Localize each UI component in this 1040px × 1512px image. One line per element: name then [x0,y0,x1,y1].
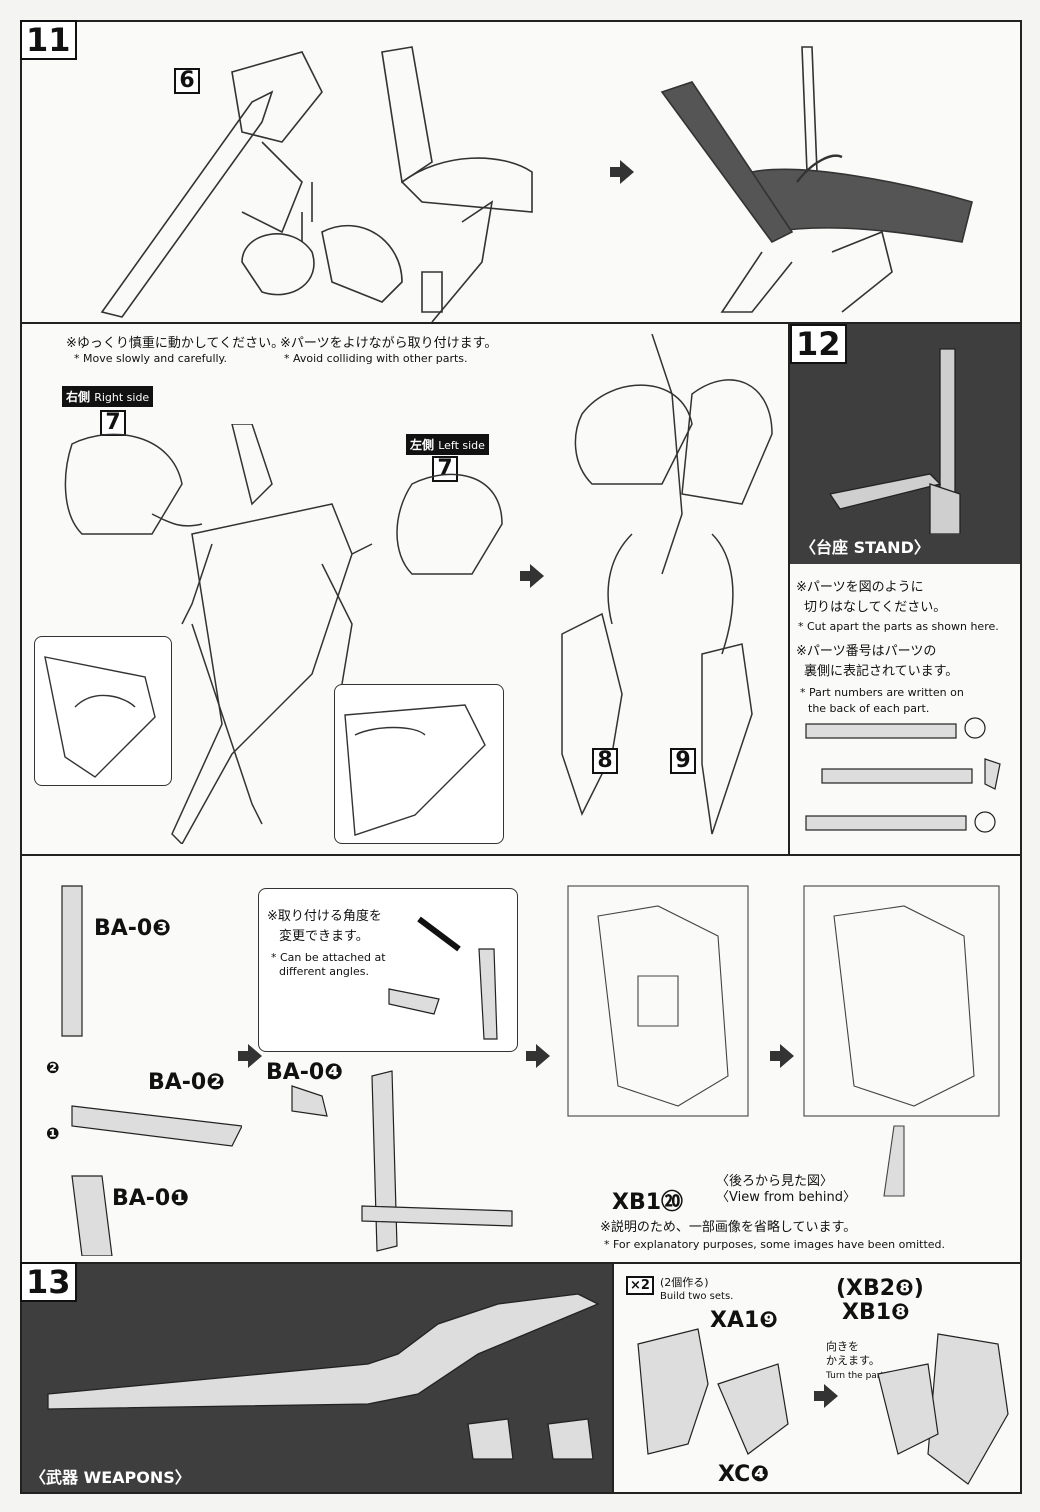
cut-note-jp-2: 切りはなしてください。 [804,600,947,615]
part-label-ba04: BA-0❹ [266,1060,343,1085]
step11-attach-panel: ※ゆっくり慎重に動かしてください。 ※パーツをよけながら取り付けます。 * Mo… [20,322,790,856]
turn-en: Turn the parts. [826,1371,892,1381]
angle-detail-inset: ※取り付ける角度を 変更できます。 * Can be attached at d… [258,888,518,1052]
weapon-parts-illustration [637,1328,789,1455]
part-label-ba02: BA-0❷ [148,1070,225,1095]
stand-assembly-panel: BA-0❸ BA-0❷ BA-0❶ ❷ ❶ ※取り付ける角度を 変更できます。 … [20,854,1022,1264]
stand-upright-illustration [291,1070,513,1252]
part-number-7-right: 7 [100,410,126,436]
shoulder-armor-attach-illustration [64,424,503,844]
part-label-xb1-20: XB1⑳ [612,1190,684,1215]
step12-panel: 12 〈台座 STAND〉 ※パーツを図のように 切りはなしてください。 * C… [788,322,1022,856]
next-arrow [610,160,634,184]
number-note-en-1: * Part numbers are written on [800,686,964,699]
next-arrow [770,1044,794,1068]
mech-arm-illustration [100,46,533,322]
part-label-xa1: XA1❾ [710,1308,778,1333]
omit-note-jp: ※説明のため、一部画像を省略しています。 [600,1220,857,1235]
build-two-sets-badge: ×2 [626,1276,654,1295]
shoulder-attached-illustration [561,334,773,835]
stand-parts-illustration [61,885,242,1256]
number-note-en-2: the back of each part. [808,702,930,715]
order-1: ❶ [46,1124,60,1143]
next-arrow [814,1384,838,1408]
next-arrow [526,1044,550,1068]
caution-avoid-collision-jp: ※パーツをよけながら取り付けます。 [280,336,498,351]
number-note-jp-1: ※パーツ番号はパーツの [796,644,937,659]
caution-move-slowly-jp: ※ゆっくり慎重に動かしてください。 [66,336,285,351]
number-note-jp-2: 裏側に表記されています。 [804,664,959,679]
cut-note-en: * Cut apart the parts as shown here. [798,620,999,633]
behind-view-jp: 〈後ろから見た図〉 [716,1174,834,1189]
angle-illustration [388,916,498,1040]
weapons-caption: 〈武器 WEAPONS〉 [30,1464,191,1488]
stand-attach-mech-illustration [567,885,749,1117]
step13-panel: 13 〈武器 WEAPONS〉 [20,1262,614,1494]
runner-parts-illustration [805,717,1001,833]
part-label-ba03: BA-0❸ [94,916,171,941]
part-number-6: 6 [174,68,200,94]
caution-avoid-collision-en: * Avoid colliding with other parts. [284,352,468,365]
next-arrow [238,1044,262,1068]
left-side-tag: 左側 Left side [406,434,489,455]
arm-fold-illustration [660,46,973,313]
part-number-8: 8 [592,748,618,774]
times-two: ×2 [630,1278,650,1293]
weapon-lance-illustration [47,1293,600,1460]
part-label-xc: XC❹ [718,1462,769,1487]
detail-inset-left [334,684,504,844]
behind-view-en: 〈View from behind〉 [716,1190,856,1205]
angle-note-en-1: * Can be attached at [271,951,386,964]
part-label-xb2: (XB2❽) [836,1276,924,1301]
angle-note-jp-2: 変更できます。 [279,929,369,944]
step-number: 12 [790,324,847,364]
step11-panel: 11 6 [20,20,1022,324]
left-side-label: 左側 [410,438,435,452]
step-number: 13 [20,1262,77,1302]
order-2: ❷ [46,1058,60,1077]
weapons-en: WEAPONS〉 [83,1468,191,1487]
weapons-jp: 〈武器 [30,1468,79,1487]
part-number-9: 9 [670,748,696,774]
turn-jp-2: かえます。 [826,1354,880,1367]
stand-jp: 〈台座 [800,538,849,557]
detail-inset-right [34,636,172,786]
left-side-en: Left side [438,439,485,452]
build-jp: (2個作る) [660,1276,709,1289]
step-number: 11 [20,20,77,60]
right-side-en: Right side [94,391,150,404]
stand-illustration [828,348,961,534]
build-en: Build two sets. [660,1291,734,1302]
angle-note-en-2: different angles. [279,965,369,978]
stand-caption: 〈台座 STAND〉 [800,534,930,558]
right-side-tag: 右側 Right side [62,386,154,407]
cut-note-jp-1: ※パーツを図のように [796,580,924,595]
part-label-xb1: XB1❽ [842,1300,910,1325]
caution-move-slowly-en: * Move slowly and carefully. [74,352,227,365]
omit-note-en: * For explanatory purposes, some images … [604,1238,946,1251]
next-arrow [520,564,544,588]
right-side-label: 右側 [66,390,91,404]
angle-note-jp-1: ※取り付ける角度を [267,909,382,924]
step13-parts-panel: ×2 (2個作る) Build two sets. XA1❾ XC❹ (XB2❽… [612,1262,1022,1494]
mech-on-stand-illustration [803,885,1000,1197]
assembled-part-illustration [877,1333,1009,1485]
turn-jp-1: 向きを [826,1340,859,1353]
stand-en: STAND〉 [853,538,930,557]
part-label-ba01: BA-0❶ [112,1186,189,1211]
stand-dark-area: 12 〈台座 STAND〉 [790,324,1020,564]
